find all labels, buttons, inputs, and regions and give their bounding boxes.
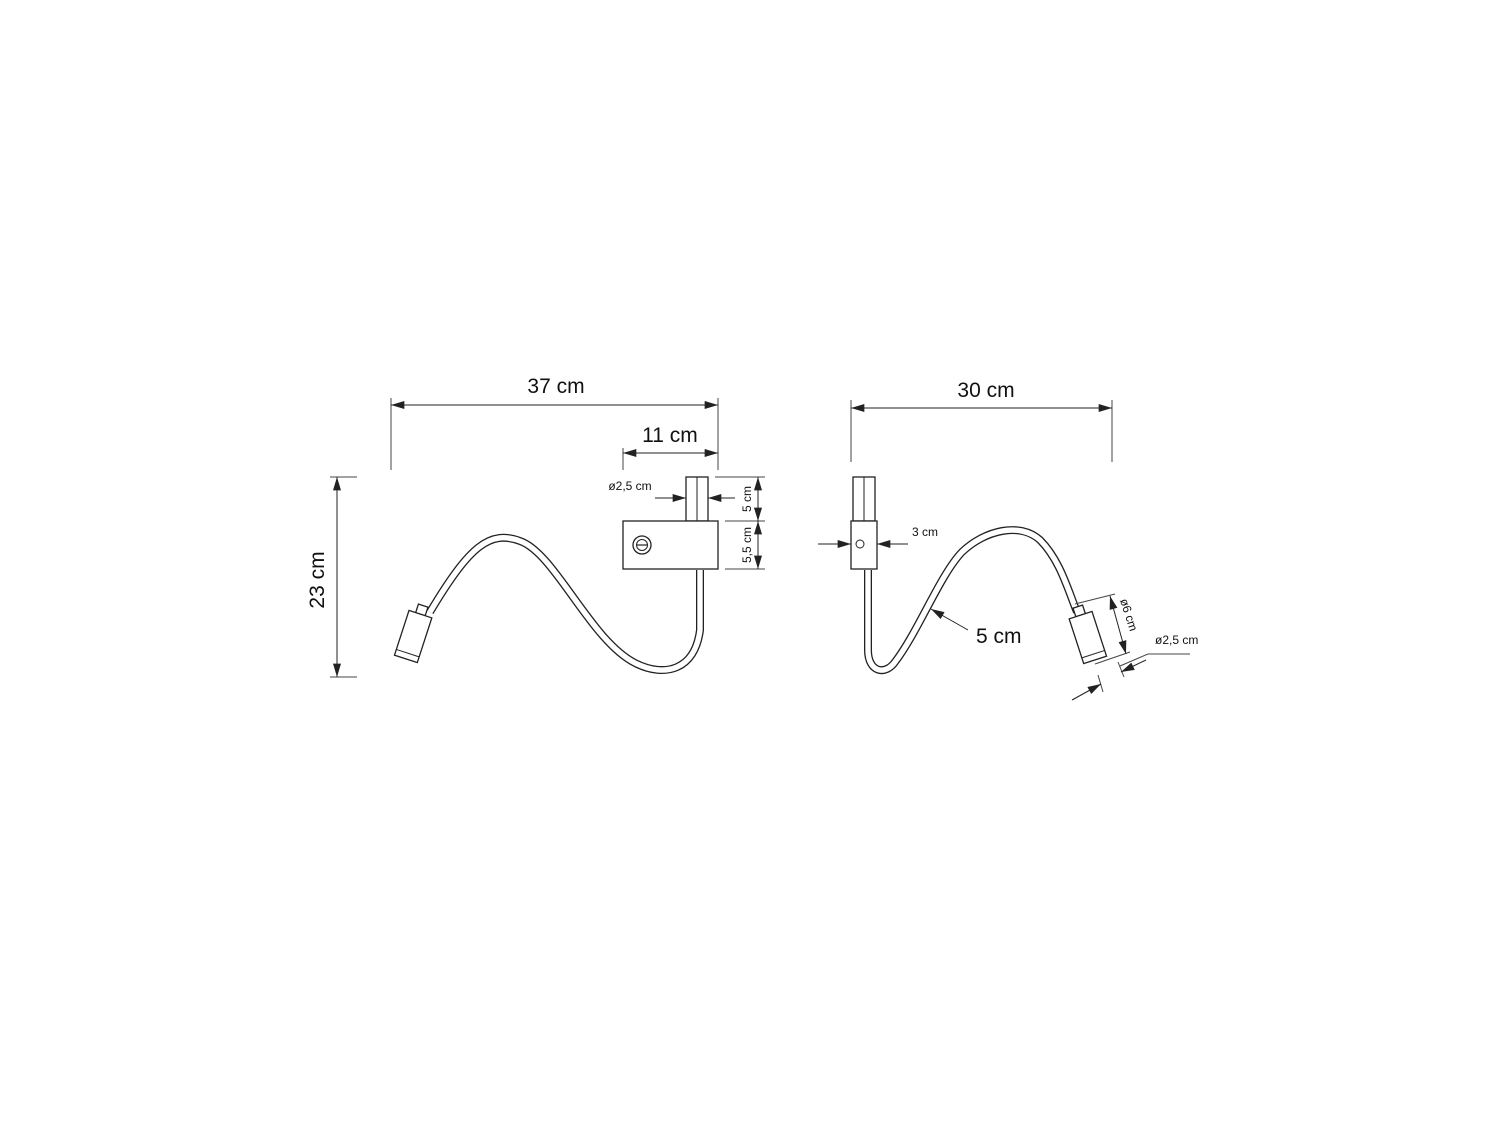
dim-side-head-diameter: ø2,5 cm (1071, 633, 1198, 701)
label-front-width: 37 cm (527, 375, 584, 398)
front-lamp-head (393, 603, 433, 664)
label-side-head-diameter: ø2,5 cm (1155, 633, 1198, 647)
side-switch-icon (855, 539, 865, 549)
front-base (622, 520, 719, 570)
label-front-shaft-height: 5 cm (740, 486, 754, 512)
label-side-arm: 5 cm (976, 625, 1022, 648)
label-side-base-depth: 3 cm (912, 525, 938, 539)
side-lamp-head (1068, 604, 1108, 665)
label-front-body-width: 11 cm (642, 424, 698, 447)
dim-side-width: 30 cm (850, 379, 1113, 462)
side-flex-arm (864, 526, 1081, 675)
label-side-head-length: ø6 cm (1117, 597, 1141, 633)
dim-front-shaft-diameter: ø2,5 cm (608, 479, 735, 502)
dim-side-arm: 5 cm (930, 608, 1022, 648)
side-view: 30 cm 3 cm 5 cm (818, 379, 1198, 701)
label-front-base-height: 5,5 cm (740, 527, 754, 563)
dim-front-right-vertical: 5 cm 5,5 cm (715, 476, 765, 570)
label-front-shaft-diameter: ø2,5 cm (608, 479, 651, 493)
dim-side-base-depth: 3 cm (818, 525, 938, 548)
front-flex-arm (426, 533, 704, 674)
dim-front-width: 37 cm (390, 375, 719, 470)
label-side-width: 30 cm (957, 379, 1014, 402)
label-front-height: 23 cm (306, 551, 329, 608)
side-base (850, 520, 878, 570)
front-view: 37 cm 11 cm 23 cm (306, 375, 765, 678)
dim-front-body-width: 11 cm (622, 424, 719, 470)
dim-front-height: 23 cm (306, 476, 357, 678)
